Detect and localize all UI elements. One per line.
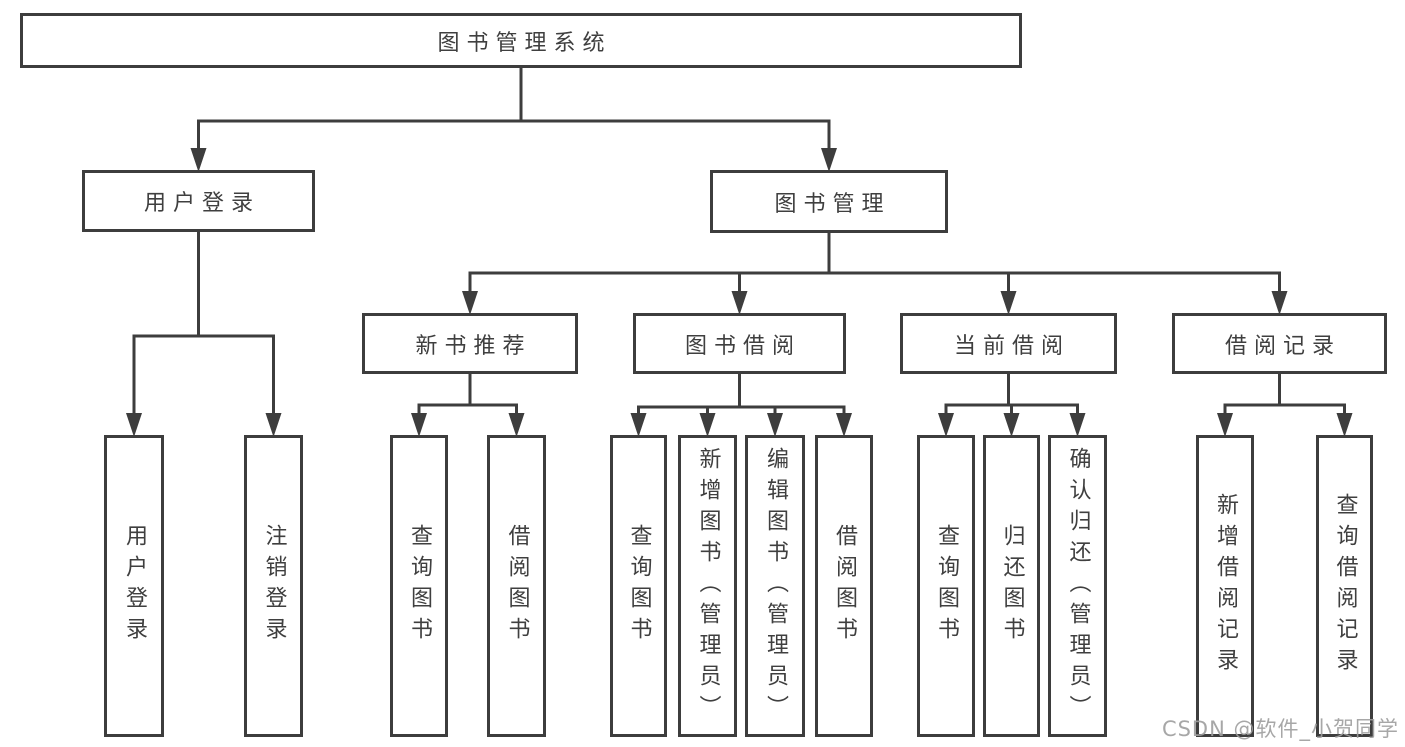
arrowhead-icon <box>731 291 748 315</box>
arrowhead-icon <box>1336 413 1353 437</box>
node-label-v-cur-return: 归还图书 <box>999 524 1025 648</box>
arrowhead-icon <box>767 413 783 437</box>
node-book-mgmt: 图书管理 <box>710 170 948 233</box>
node-label-v-bor-borrow: 借阅图书 <box>832 524 857 648</box>
node-label-book-borrow: 图书借阅 <box>684 333 801 359</box>
node-label-borrow-records: 借阅记录 <box>1224 333 1341 359</box>
node-v-rec-query: 查询图书 <box>390 435 448 737</box>
node-label-book-mgmt: 图书管理 <box>774 191 891 217</box>
arrowhead-icon <box>462 291 478 315</box>
node-v-rec-borrow: 借阅图书 <box>487 435 546 737</box>
arrowhead-icon <box>265 413 282 437</box>
node-label-v-logout: 注销登录 <box>261 524 287 648</box>
arrowhead-icon <box>1217 413 1233 437</box>
arrowhead-icon <box>836 413 852 437</box>
arrowhead-icon <box>699 413 716 437</box>
node-label-root: 图书管理系统 <box>437 30 612 56</box>
arrowhead-icon <box>938 413 954 437</box>
node-label-v-bor-add: 新增图书（管理员） <box>695 446 721 726</box>
node-label-v-rec-query: 查询图书 <box>407 524 432 648</box>
node-v-bor-edit: 编辑图书（管理员） <box>745 435 805 737</box>
watermark: CSDN @软件_小贺同学 <box>1161 717 1399 741</box>
node-label-v-add-borrow-record: 新增借阅记录 <box>1213 493 1238 679</box>
node-v-bor-add: 新增图书（管理员） <box>678 435 737 737</box>
node-current-borrow: 当前借阅 <box>900 313 1117 374</box>
node-v-user-login: 用户登录 <box>104 435 164 737</box>
arrowhead-icon <box>190 148 207 172</box>
node-v-cur-confirm: 确认归还（管理员） <box>1048 435 1107 737</box>
node-v-cur-query: 查询图书 <box>917 435 975 737</box>
arrowhead-icon <box>1000 291 1017 315</box>
node-label-v-cur-query: 查询图书 <box>934 524 959 648</box>
arrowhead-icon <box>630 413 647 437</box>
node-v-cur-return: 归还图书 <box>983 435 1040 737</box>
node-v-query-borrow-record: 查询借阅记录 <box>1316 435 1373 737</box>
node-root: 图书管理系统 <box>20 13 1022 68</box>
node-book-borrow: 图书借阅 <box>633 313 846 374</box>
node-label-v-query-borrow-record: 查询借阅记录 <box>1332 493 1358 679</box>
node-label-v-user-login: 用户登录 <box>122 524 147 648</box>
node-label-v-bor-edit: 编辑图书（管理员） <box>763 446 788 726</box>
arrowhead-icon <box>508 413 525 437</box>
arrowhead-icon <box>126 413 142 437</box>
node-label-user-login: 用户登录 <box>143 191 260 216</box>
arrowhead-icon <box>1003 413 1020 437</box>
arrowhead-icon <box>821 148 837 172</box>
node-label-v-cur-confirm: 确认归还（管理员） <box>1065 446 1091 726</box>
node-v-bor-query: 查询图书 <box>610 435 667 737</box>
node-v-logout: 注销登录 <box>244 435 303 737</box>
node-label-current-borrow: 当前借阅 <box>953 333 1070 359</box>
node-new-book-rec: 新书推荐 <box>362 313 578 374</box>
node-user-login: 用户登录 <box>82 170 315 232</box>
node-label-v-rec-borrow: 借阅图书 <box>504 524 530 648</box>
arrowhead-icon <box>1069 413 1086 437</box>
arrowhead-icon <box>1271 291 1288 315</box>
node-v-bor-borrow: 借阅图书 <box>815 435 873 737</box>
node-borrow-records: 借阅记录 <box>1172 313 1387 374</box>
node-label-v-bor-query: 查询图书 <box>626 524 652 648</box>
node-label-new-book-rec: 新书推荐 <box>415 333 532 359</box>
arrowhead-icon <box>411 413 427 437</box>
node-v-add-borrow-record: 新增借阅记录 <box>1196 435 1254 737</box>
